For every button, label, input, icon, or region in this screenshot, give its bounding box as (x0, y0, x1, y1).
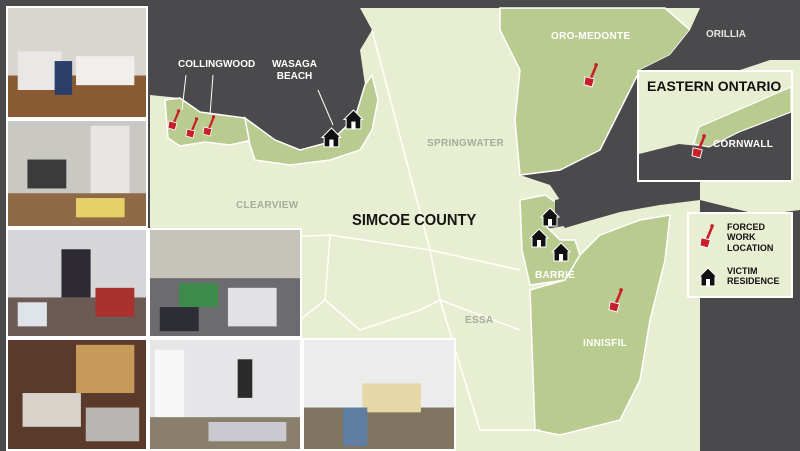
inset-water (639, 112, 791, 180)
label-collingwood: COLLINGWOOD (178, 59, 256, 70)
legend: FORCED WORK LOCATION VICTIM RESIDENCE (687, 212, 793, 298)
shovel-icon (185, 117, 199, 139)
shovel-icon (167, 109, 181, 131)
photo-1 (6, 6, 148, 119)
house-icon (342, 109, 365, 130)
photo-2 (6, 119, 148, 228)
kempenfelt-bay (555, 178, 700, 228)
photo-6 (148, 338, 302, 451)
label-barrie: BARRIE (535, 270, 576, 281)
shovel-icon (202, 115, 216, 137)
water-east (700, 300, 800, 451)
label-innisfil: INNISFIL (583, 338, 628, 349)
legend-label-forced-work: FORCED WORK LOCATION (727, 222, 774, 253)
shovel-icon (608, 288, 623, 313)
map-title: SIMCOE COUNTY (352, 212, 477, 229)
house-icon (539, 207, 561, 227)
inset-title: EASTERN ONTARIO (647, 78, 782, 94)
photo-4 (148, 228, 302, 338)
wasaga-beach-area (243, 73, 379, 166)
photo-7 (302, 338, 456, 451)
house-icon (320, 127, 343, 148)
label-wasaga-beach: WASAGA BEACH (272, 59, 317, 82)
label-springwater: SPRINGWATER (427, 138, 505, 149)
legend-label-victim-residence: VICTIM RESIDENCE (727, 266, 780, 287)
label-cornwall: CORNWALL (713, 139, 774, 150)
label-essa: ESSA (465, 315, 494, 326)
label-clearview: CLEARVIEW (236, 200, 299, 211)
shovel-icon (691, 134, 706, 159)
inset-cornwall-area (693, 86, 791, 148)
house-icon (550, 242, 572, 262)
house-icon (528, 228, 550, 248)
photo-5 (6, 338, 148, 451)
shovel-icon (583, 63, 598, 88)
label-orillia: ORILLIA (706, 29, 746, 40)
label-oro-medonte: ORO-MEDONTE (551, 31, 631, 42)
shovel-icon (699, 224, 714, 249)
photo-3 (6, 228, 148, 338)
inset-map: EASTERN ONTARIO CORNWALL (637, 70, 793, 182)
house-icon (697, 267, 719, 287)
innisfil-area (529, 214, 671, 436)
